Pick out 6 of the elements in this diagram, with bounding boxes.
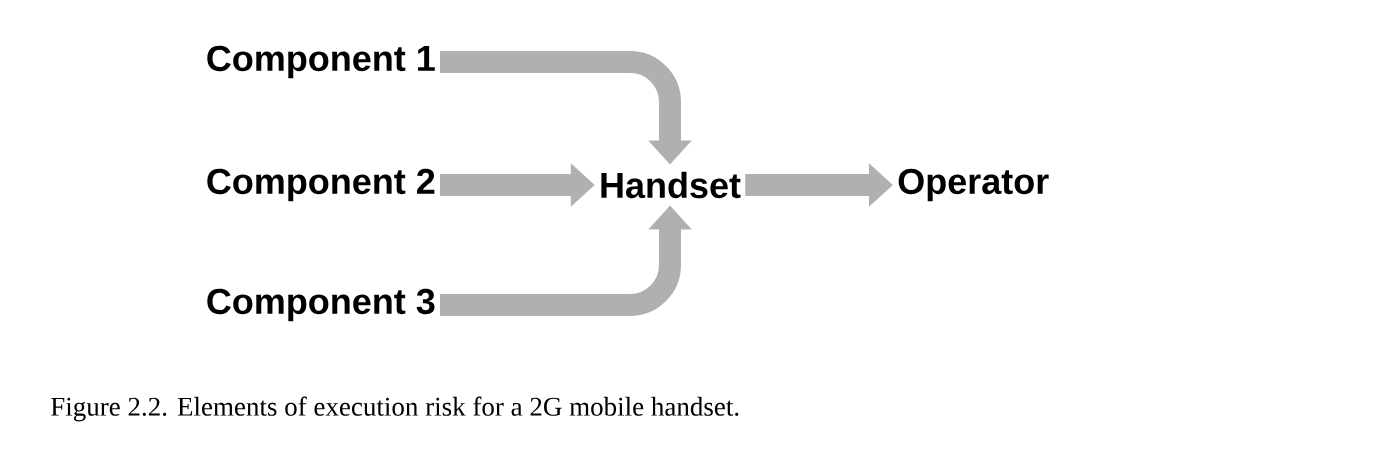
- node-label: Handset: [601, 171, 741, 199]
- figure-caption: Figure 2.2. Elements of execution risk for a 2G mobile handset.: [51, 396, 739, 422]
- node-label: Component 2: [207, 168, 435, 202]
- node-label: Component 1: [207, 45, 435, 79]
- node-label: Operator: [898, 168, 1049, 202]
- node-label: Component 3: [207, 288, 435, 322]
